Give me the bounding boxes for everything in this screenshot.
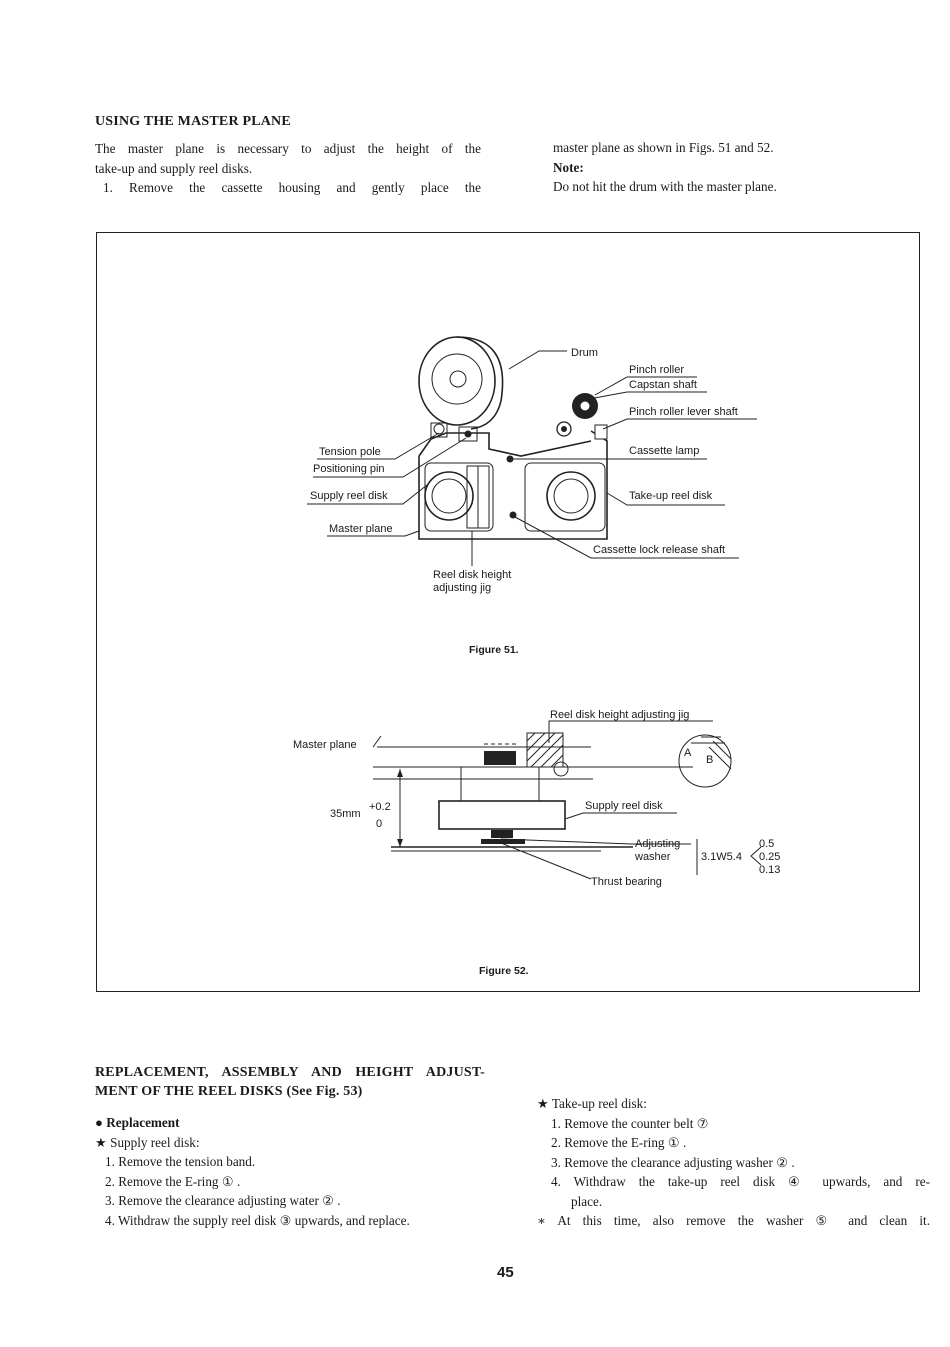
text-line: The master plane is necessary to adjust … (95, 141, 481, 156)
label-pinch-roller: Pinch roller (629, 364, 684, 376)
figure-52-drawing (372, 720, 762, 880)
supply-steps-list: 1. Remove the tension band. 2. Remove th… (95, 1152, 490, 1230)
takeup-reel-inner (553, 478, 589, 514)
detail-circle (678, 734, 732, 788)
supply-reel-disk-body (438, 800, 566, 830)
label-master-plane-52: Master plane (293, 739, 357, 751)
supply-reel-instructions: ● Replacement ★ Supply reel disk: 1. Rem… (95, 1113, 490, 1230)
label-jig: Reel disk height adjusting jig (550, 709, 689, 721)
label-thickness-3: 0.13 (759, 864, 780, 876)
label-master-plane: Master plane (329, 523, 393, 535)
label-detail-a: A (684, 747, 692, 759)
supply-reel-housing (424, 462, 494, 532)
takeup-reel-disk-shape (546, 471, 596, 521)
label-positioning-pin: Positioning pin (313, 463, 385, 475)
takeup-note: ∗ At this time, also remove the washer ⑤… (537, 1213, 930, 1228)
label-cassette-lamp: Cassette lamp (629, 445, 699, 457)
supply-reel-disk-shape (424, 471, 474, 521)
figure-frame: Drum Pinch roller Capstan shaft Pinch ro… (96, 232, 920, 992)
positioning-pin (464, 430, 472, 438)
takeup-reel-housing (524, 462, 606, 532)
text-line: master plane as shown in Figs. 51 and 52… (553, 140, 774, 155)
section-title-replacement: REPLACEMENT, ASSEMBLY AND HEIGHT ADJUST-… (95, 1063, 485, 1101)
drum-hub (449, 370, 467, 388)
figure-drawing: Drum Pinch roller Capstan shaft Pinch ro… (293, 336, 780, 977)
label-tension-pole: Tension pole (319, 446, 381, 458)
title-line: REPLACEMENT, ASSEMBLY AND HEIGHT ADJUST- (95, 1065, 485, 1080)
label-pinch-roller-lever-shaft: Pinch roller lever shaft (629, 406, 738, 418)
list-item: 4. Withdraw the take-up reel disk ④ upwa… (551, 1174, 930, 1189)
label-adjusting: Adjusting (635, 838, 680, 850)
label-jig-line2: adjusting jig (433, 582, 491, 594)
list-item: 1. Remove the tension band. (105, 1154, 256, 1169)
tension-pole (433, 423, 445, 435)
master-plane-outline (418, 430, 608, 540)
figure-52-caption: Figure 52. (479, 965, 529, 977)
list-item: 3. Remove the clearance adjusting washer… (551, 1154, 795, 1170)
label-tolerance-zero: 0 (376, 818, 382, 830)
label-washer: washer (634, 851, 671, 863)
step-line: 1. Remove the cassette housing and gentl… (103, 180, 481, 195)
list-item: 1. Remove the counter belt ⑦ (551, 1115, 709, 1131)
note-label: Note: (553, 159, 584, 175)
label-capstan-shaft: Capstan shaft (629, 379, 697, 391)
lock-shaft-dot (509, 511, 517, 519)
note-text: Do not hit the drum with the master plan… (553, 179, 777, 194)
replacement-heading: ● Replacement (95, 1115, 180, 1130)
intro-left-column: The master plane is necessary to adjust … (95, 139, 481, 198)
label-jig-line1: Reel disk height (433, 569, 511, 581)
supply-reel-inner (431, 478, 467, 514)
label-supply-reel-disk: Supply reel disk (310, 490, 388, 502)
supply-heading: ★ Supply reel disk: (95, 1134, 200, 1150)
drum-side (456, 336, 504, 430)
text-line: take-up and supply reel disks. (95, 160, 253, 176)
label-supply-reel-disk-52: Supply reel disk (585, 800, 663, 812)
label-detail-b: B (706, 754, 713, 766)
takeup-heading: ★ Take-up reel disk: (537, 1096, 647, 1111)
label-thickness-1: 0.5 (759, 838, 774, 850)
label-dimension: 35mm (330, 808, 361, 820)
tension-pole-block (430, 422, 448, 438)
list-item: 4. Withdraw the supply reel disk ③ upwar… (105, 1212, 410, 1228)
list-item: place. (571, 1193, 603, 1209)
intro-right-column: master plane as shown in Figs. 51 and 52… (553, 138, 853, 197)
label-tolerance-plus: +0.2 (369, 801, 391, 813)
list-item: 2. Remove the E-ring ① . (105, 1173, 241, 1189)
label-take-up-reel-disk: Take-up reel disk (629, 490, 713, 502)
figure-51-caption: Figure 51. (469, 644, 519, 656)
list-item: 2. Remove the E-ring ① . (551, 1135, 687, 1150)
drum-inner (431, 353, 483, 405)
label-thrust-bearing: Thrust bearing (591, 876, 662, 888)
washer-black-block (484, 751, 516, 765)
takeup-steps-list: 1. Remove the counter belt ⑦ 2. Remove t… (537, 1114, 930, 1212)
title-line: MENT OF THE REEL DISKS (See Fig. 53) (95, 1084, 363, 1099)
label-cassette-lock-release-shaft: Cassette lock release shaft (593, 544, 725, 556)
page-number: 45 (497, 1264, 514, 1281)
label-thickness-2: 0.25 (759, 851, 780, 863)
figure-51-drawing (307, 336, 757, 566)
positioning-pin-block (458, 426, 478, 442)
section-title-master-plane: USING THE MASTER PLANE (95, 114, 291, 129)
drum-shape (418, 336, 496, 426)
takeup-reel-instructions: ★ Take-up reel disk: 1. Remove the count… (537, 1094, 930, 1231)
cassette-lamp-dot (506, 455, 514, 463)
lever-shaft-block (594, 424, 608, 440)
list-item: 3. Remove the clearance adjusting water … (105, 1193, 341, 1208)
label-part-number: 3.1W5.4 (701, 851, 742, 863)
label-drum: Drum (571, 347, 598, 359)
